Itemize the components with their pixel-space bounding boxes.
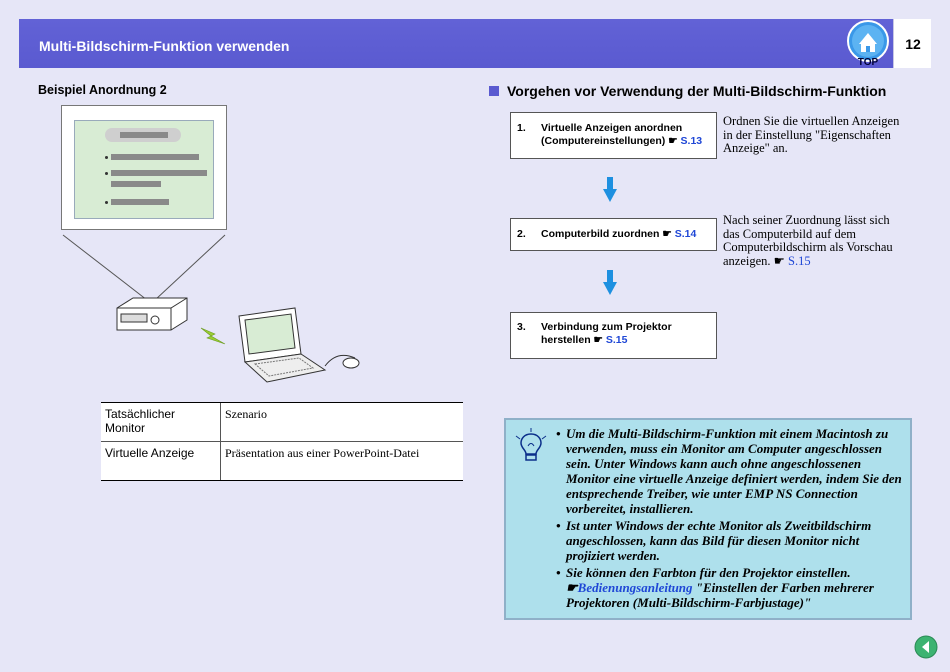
step-page-link[interactable]: S.15 bbox=[606, 334, 628, 346]
manual-link[interactable]: Bedienungsanleitung bbox=[578, 580, 693, 595]
projection-screen bbox=[61, 105, 227, 230]
table-row: Virtuelle Anzeige Präsentation aus einer… bbox=[101, 441, 463, 480]
step-description: Ordnen Sie die virtuellen Anzeigen in de… bbox=[723, 115, 903, 156]
step-number: 3. bbox=[517, 321, 526, 334]
laptop-icon bbox=[239, 308, 359, 382]
step-description: Nach seiner Zuordnung lässt sich das Com… bbox=[723, 214, 903, 268]
slide-preview bbox=[74, 120, 214, 219]
step-number: 2. bbox=[517, 228, 526, 241]
hint-bullet: Um die Multi-Bildschirm-Funktion mit ein… bbox=[566, 426, 906, 516]
hint-bullet: Ist unter Windows der echte Monitor als … bbox=[566, 518, 906, 563]
step-box-3: 3. Verbindung zum Projektor herstellen ☛… bbox=[510, 312, 717, 359]
projector-laptop-illustration bbox=[55, 228, 375, 398]
step-number: 1. bbox=[517, 122, 526, 135]
wireless-signal-icon bbox=[201, 328, 225, 344]
down-arrow-icon bbox=[603, 177, 617, 202]
section-heading: Beispiel Anordnung 2 bbox=[38, 83, 167, 97]
procedure-heading: Vorgehen vor Verwendung der Multi-Bildsc… bbox=[489, 83, 886, 99]
header-bar: Multi-Bildschirm-Funktion verwenden bbox=[19, 19, 930, 68]
hint-bullet-text: Sie können den Farbton für den Projektor… bbox=[566, 565, 851, 580]
page-number-box: 12 bbox=[893, 19, 931, 68]
step-text: Virtuelle Anzeigen anordnen (Computerein… bbox=[541, 122, 682, 147]
table-value: Szenario bbox=[221, 403, 463, 441]
page-number: 12 bbox=[894, 36, 932, 52]
hand-pointer-icon: ☛ bbox=[594, 334, 603, 346]
step-text: Computerbild zuordnen bbox=[541, 228, 659, 240]
back-arrow-icon[interactable] bbox=[914, 635, 938, 659]
hint-text: Um die Multi-Bildschirm-Funktion mit ein… bbox=[556, 426, 906, 612]
top-label: TOP bbox=[846, 57, 890, 68]
table-value: Präsentation aus einer PowerPoint-Datei bbox=[221, 442, 463, 480]
step-box-2: 2. Computerbild zuordnen ☛ S.14 bbox=[510, 218, 717, 251]
table-row: Tatsächlicher Monitor Szenario bbox=[101, 403, 463, 441]
hand-pointer-icon: ☛ bbox=[668, 135, 677, 147]
projector-icon bbox=[117, 298, 187, 330]
top-button[interactable]: TOP bbox=[846, 20, 890, 66]
procedure-heading-text: Vorgehen vor Verwendung der Multi-Bildsc… bbox=[507, 83, 886, 99]
hand-pointer-icon: ☛ bbox=[774, 254, 785, 268]
hand-pointer-icon: ☛ bbox=[662, 228, 671, 240]
step-page-link[interactable]: S.13 bbox=[681, 135, 703, 147]
table-label: Virtuelle Anzeige bbox=[101, 442, 221, 480]
hint-box: Um die Multi-Bildschirm-Funktion mit ein… bbox=[504, 418, 912, 620]
hand-pointer-icon: ☛ bbox=[566, 580, 578, 595]
scenario-table: Tatsächlicher Monitor Szenario Virtuelle… bbox=[101, 402, 463, 481]
heading-square-icon bbox=[489, 86, 499, 96]
description-page-link[interactable]: S.15 bbox=[788, 254, 811, 268]
hint-lightbulb-icon bbox=[514, 428, 548, 462]
page-title: Multi-Bildschirm-Funktion verwenden bbox=[39, 38, 289, 54]
hint-bullet: Sie können den Farbton für den Projektor… bbox=[566, 565, 906, 610]
step-box-1: 1. Virtuelle Anzeigen anordnen (Computer… bbox=[510, 112, 717, 159]
table-label: Tatsächlicher Monitor bbox=[101, 403, 221, 441]
step-page-link[interactable]: S.14 bbox=[675, 228, 697, 240]
down-arrow-icon bbox=[603, 270, 617, 295]
